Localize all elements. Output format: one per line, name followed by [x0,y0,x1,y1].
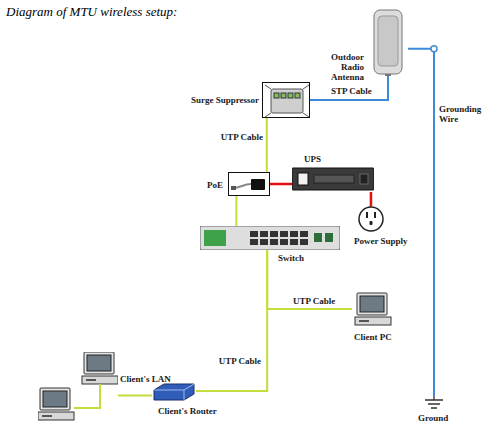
cable-line [118,394,152,396]
switch-port [300,239,308,245]
outlet-slot [374,212,376,218]
switch-panel [204,230,226,246]
surge-suppressor-box-art [263,83,311,119]
ground-symbol-art [424,396,444,410]
switch-port [280,239,288,245]
poe-adapter [251,179,265,190]
lan-cable [74,384,100,408]
ups-icon-art [292,166,374,192]
outlet-face [359,207,383,231]
cable-line [370,192,373,206]
antenna-housing [374,10,402,74]
cable-line [408,49,434,396]
surge-leads [265,85,309,117]
cable-label: UTP Cable [292,296,336,306]
ups-body [292,168,374,190]
ups-port [360,174,368,184]
switch-port [290,231,298,237]
diagram-title: Diagram of MTU wireless setup: [6,4,177,20]
ups-icon: UPS [292,166,374,192]
monitor-screen [43,391,67,407]
antenna-icon: Outdoor Radio Antenna [368,8,408,76]
switch-port [280,231,288,237]
cable-line [196,250,267,391]
pc-base [355,317,391,325]
surge-port [288,93,293,98]
monitor-screen [87,355,111,371]
router-body [154,384,194,400]
pc-base [82,376,118,384]
switch-uplink [325,233,333,242]
surge-suppressor-box: Surge Suppressor [262,82,310,118]
switch-body [200,226,340,250]
device-label: Surge Suppressor [191,95,259,105]
device-label: Ground [418,413,448,423]
client-pc-icon-art [352,290,394,328]
device-label: Outdoor Radio Antenna [312,52,364,82]
device-label: Client's LAN [120,374,171,384]
poe-plug [231,186,236,190]
switch-icon-art [200,226,340,250]
device-label: Client PC [354,332,392,342]
cable-label: Grounding Wire [438,104,480,124]
cable-line [270,183,292,186]
monitor-frame [40,388,70,410]
cable-label: STP Cable [330,86,373,96]
ground-lines [425,396,443,408]
switch-port [270,239,278,245]
device-label: Client's Router [158,406,217,416]
switch-uplink [314,233,322,242]
client-lan-icon-art [38,352,118,422]
pc-drive [359,320,369,322]
device-label: PoE [207,180,223,190]
ground-symbol: Ground [424,396,444,410]
power-outlet-icon-art [358,206,384,232]
switch-icon: Switch [200,226,340,250]
switch-port [250,231,258,237]
switch-port [270,231,278,237]
cable-line [235,196,237,226]
power-outlet-icon: Power Supply [358,206,384,232]
ground-junction [431,46,437,52]
cable-line [266,118,268,172]
surge-port [281,93,286,98]
pc-drive [42,415,52,417]
client-pc-icon: Client PC [352,290,394,328]
device-label: UPS [304,154,321,164]
switch-port [290,239,298,245]
cable-label: UTP Cable [218,356,262,366]
cable-label: UTP Cable [220,132,264,142]
monitor-screen [360,296,384,312]
ups-bay [314,175,354,183]
ups-panel [298,173,308,185]
pc-base [38,412,74,420]
poe-box: PoE [228,172,270,196]
cable-line [267,250,352,309]
surge-device [271,89,303,113]
outlet-ground [370,221,373,225]
device-label: Power Supply [354,236,408,246]
switch-port [260,239,268,245]
router-edge [154,384,194,400]
antenna-base [385,74,391,76]
surge-port [295,93,300,98]
antenna-icon-art [368,8,408,76]
switch-port [260,231,268,237]
surge-port [274,93,279,98]
device-label: Switch [278,253,304,263]
outlet-slot [366,212,368,218]
antenna-panel [378,16,398,66]
switch-port [300,231,308,237]
pc-drive [86,379,96,381]
client-lan-icon: Client's LAN [38,352,118,422]
monitor-frame [84,352,114,374]
monitor-frame [357,293,387,315]
switch-port [250,239,258,245]
poe-box-art [229,173,271,197]
